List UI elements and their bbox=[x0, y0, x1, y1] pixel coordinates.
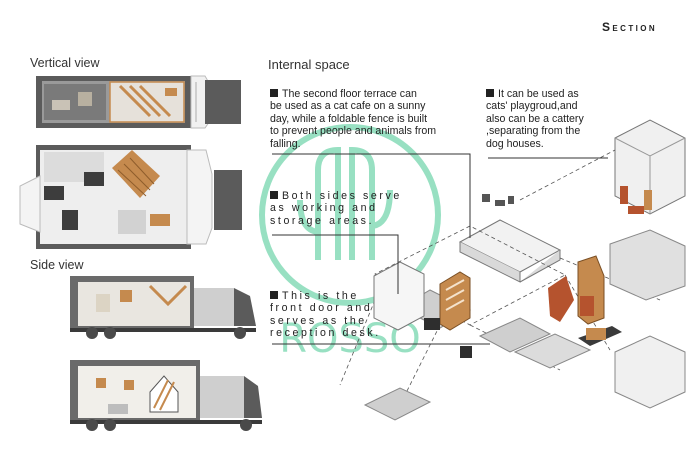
vertical-view-label: Vertical view bbox=[30, 56, 100, 70]
bullet-square-icon bbox=[270, 191, 278, 199]
note-line: serves as the bbox=[270, 314, 367, 327]
note-line: be used as a cat cafe on a sunny bbox=[270, 100, 426, 113]
internal-space-heading: Internal space bbox=[268, 57, 350, 72]
note-terrace: The second floor terrace can be used as … bbox=[270, 88, 436, 150]
note-line: reception desk. bbox=[270, 327, 381, 340]
vertical-view-plan-bottom bbox=[19, 145, 242, 249]
note-storage: Both sides serve as working and storage … bbox=[270, 190, 402, 227]
note-line: to prevent people and animals from bbox=[270, 125, 437, 138]
note-reception: This is the front door and serves as the… bbox=[270, 290, 381, 340]
note-line: also can be a cattery bbox=[486, 112, 584, 125]
exploded-axonometric bbox=[272, 119, 686, 421]
note-line: ,separating from the bbox=[486, 125, 581, 138]
side-view-truck-bottom bbox=[70, 360, 262, 431]
side-view-truck-top bbox=[70, 276, 256, 339]
bullet-square-icon bbox=[486, 89, 494, 97]
note-line: day, while a foldable fence is built bbox=[270, 112, 428, 125]
note-line: as working and bbox=[270, 202, 378, 215]
note-line: Both sides serve bbox=[282, 190, 402, 202]
vertical-view-plan-top bbox=[36, 75, 241, 129]
bullet-square-icon bbox=[270, 291, 278, 299]
note-line: storage areas. bbox=[270, 214, 375, 227]
note-line: The second floor terrace can bbox=[282, 88, 417, 100]
note-line: dog houses. bbox=[486, 137, 544, 150]
note-line: It can be used as bbox=[498, 88, 579, 100]
note-line: falling. bbox=[270, 137, 301, 150]
side-view-label: Side view bbox=[30, 258, 84, 272]
note-line: front door and bbox=[270, 302, 373, 315]
note-line: cats' playgroud,and bbox=[486, 100, 578, 113]
note-line: This is the bbox=[282, 290, 359, 302]
page-title: Section bbox=[602, 20, 658, 34]
note-cattery: It can be used as cats' playgroud,and al… bbox=[486, 88, 584, 150]
bullet-square-icon bbox=[270, 89, 278, 97]
